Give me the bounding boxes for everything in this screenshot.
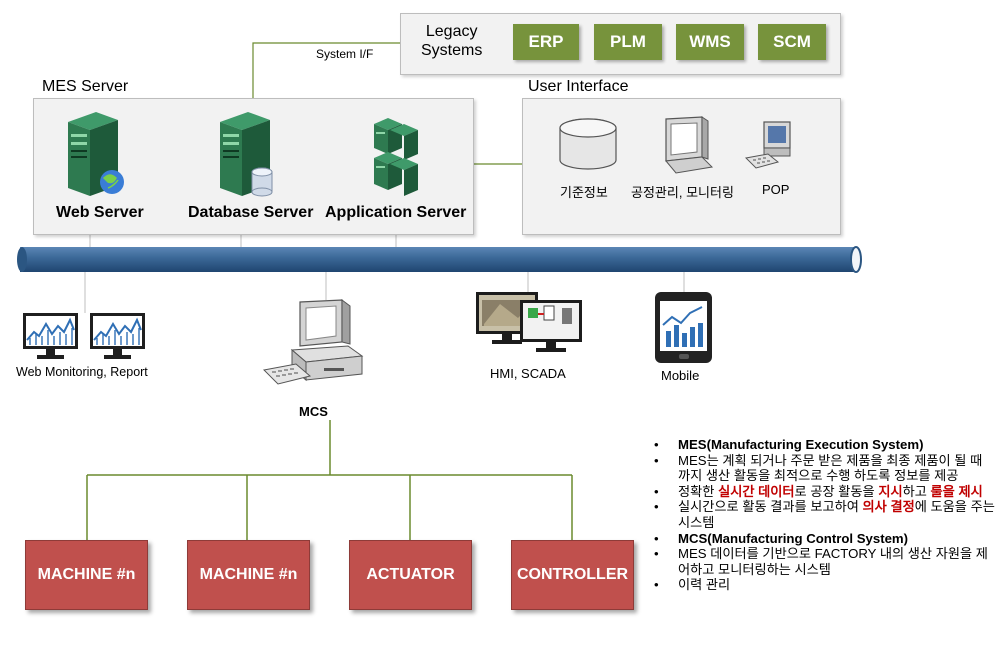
erp-button[interactable]: ERP — [513, 24, 579, 60]
mobile-device-icon[interactable] — [654, 291, 714, 365]
note-mes-description: MES는 계획 되거나 주문 받은 제품을 최종 제품이 될 때 까지 생산 활… — [654, 453, 997, 484]
master-data-label: 기준정보 — [560, 185, 608, 200]
note-mcs-description: MES 데이터를 기반으로 FACTORY 내의 생산 자원을 제어하고 모니터… — [654, 546, 997, 577]
description-notes: MES(Manufacturing Execution System) MES는… — [652, 437, 997, 593]
note-decision-support: 실시간으로 활동 결과를 보고하여 의사 결정에 도움을 주는 시스템 — [654, 499, 997, 530]
process-monitoring-label: 공정관리, 모니터링 — [631, 185, 734, 200]
machine-box-2[interactable]: MACHINE #n — [187, 540, 310, 610]
system-if-connector — [252, 42, 400, 99]
pop-terminal-icon[interactable] — [744, 118, 796, 176]
database-server-label: Database Server — [188, 204, 314, 221]
system-if-label: System I/F — [316, 47, 374, 61]
note-realtime-data: 정확한 실시간 데이터로 공장 활동을 지시하고 룰을 제시 — [654, 484, 997, 500]
monitoring-terminal-icon[interactable] — [662, 115, 718, 177]
web-monitoring-icon[interactable] — [22, 312, 148, 364]
note-history: 이력 관리 — [654, 577, 997, 593]
mcs-label: MCS — [299, 404, 328, 419]
pop-label: POP — [762, 182, 790, 197]
web-server-label: Web Server — [56, 204, 144, 221]
machine-box-1[interactable]: MACHINE #n — [25, 540, 148, 610]
plm-button[interactable]: PLM — [594, 24, 662, 60]
mes-server-title: MES Server — [42, 78, 129, 95]
note-mcs-title: MCS(Manufacturing Control System) — [654, 531, 997, 547]
application-server-label: Application Server — [325, 204, 467, 221]
mobile-label: Mobile — [661, 368, 700, 383]
hmi-scada-label: HMI, SCADA — [490, 366, 566, 381]
application-server-icon[interactable] — [372, 116, 422, 198]
wms-button[interactable]: WMS — [676, 24, 744, 60]
user-interface-title: User Interface — [528, 78, 629, 95]
actuator-box[interactable]: ACTUATOR — [349, 540, 472, 610]
network-bus — [17, 246, 862, 273]
web-server-icon[interactable] — [64, 108, 128, 200]
hmi-scada-icon[interactable] — [474, 290, 586, 360]
scm-button[interactable]: SCM — [758, 24, 826, 60]
controller-box[interactable]: CONTROLLER — [511, 540, 634, 610]
legacy-systems-panel: Legacy Systems ERP PLM WMS SCM — [400, 13, 841, 75]
mcs-computer-icon[interactable] — [262, 298, 366, 396]
database-server-icon[interactable] — [216, 108, 280, 200]
legacy-systems-title: Legacy Systems — [421, 23, 483, 59]
master-data-database-icon[interactable] — [556, 116, 620, 174]
web-monitoring-label: Web Monitoring, Report — [16, 365, 148, 379]
note-mes-title: MES(Manufacturing Execution System) — [654, 437, 997, 453]
